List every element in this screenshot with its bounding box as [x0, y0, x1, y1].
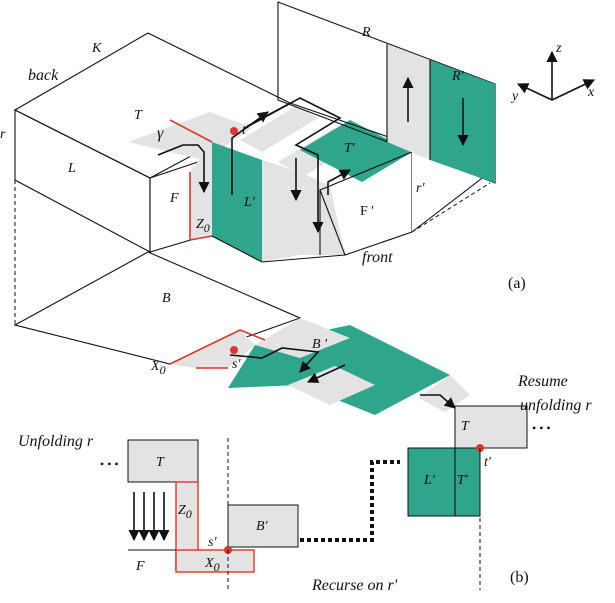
- label-R-prime: R': [451, 69, 465, 84]
- face-T-prime-teal: [300, 120, 412, 182]
- label-b-T: T: [156, 455, 165, 470]
- label-b-T2: T: [461, 419, 470, 434]
- label-b-L-prime: L': [423, 473, 436, 488]
- ellipsis-left: • • •: [100, 457, 119, 471]
- edge-bottom: [211, 235, 346, 263]
- label-F-prime: F ': [360, 204, 374, 219]
- path-arrow-z0: [183, 144, 210, 194]
- axes-icon: [516, 50, 596, 101]
- label-X0: X0: [150, 359, 166, 377]
- label-recurse: Recurse on r': [311, 577, 398, 594]
- red-edge-z0-bottom: [189, 235, 213, 241]
- grey-strip-1: [240, 106, 318, 152]
- label-b-X0: X0: [204, 556, 220, 574]
- label-s-prime: s': [232, 357, 241, 372]
- grey-step-1: [255, 318, 350, 358]
- grey-band-right: [300, 172, 345, 255]
- path-arrow-B-3: [420, 394, 456, 409]
- panel-label-b: (b): [510, 569, 529, 586]
- label-front: front: [362, 249, 393, 266]
- label-axis-x: x: [587, 85, 595, 100]
- path-arrow-B-2: [306, 364, 346, 383]
- red-edge-x0: [169, 329, 266, 365]
- part-a-box: back K R R' T γ t' T' L r F L' F ' r' Z0…: [0, 1, 596, 415]
- label-gamma: γ: [157, 125, 164, 142]
- label-T: T: [134, 108, 143, 123]
- label-r: r: [0, 127, 6, 142]
- path-arrow-start: [157, 144, 184, 156]
- path-arrow-zigzag: [244, 97, 342, 234]
- label-B: B: [162, 291, 171, 306]
- label-r-prime: r': [416, 181, 425, 196]
- label-t-prime: t': [242, 123, 250, 138]
- face-L: [14, 109, 151, 253]
- arrows-down-group: [128, 492, 170, 542]
- label-axis-z: z: [555, 41, 562, 56]
- label-b-T-prime: T': [457, 473, 469, 488]
- dash-right: [411, 182, 491, 233]
- rect-X0: [175, 549, 255, 573]
- recurse-connector: [300, 460, 400, 542]
- label-b-t-prime: t': [484, 455, 492, 470]
- label-K: K: [91, 41, 102, 56]
- grey-corner: [418, 375, 470, 412]
- panel-label-a: (a): [508, 275, 526, 292]
- ellipsis-right: • • •: [532, 421, 551, 435]
- rect-b-T: [454, 405, 528, 449]
- label-R: R: [361, 25, 371, 40]
- rect-B-prime: [227, 504, 299, 548]
- point-t-prime: [230, 127, 238, 135]
- path-arrow-Lprime-up: [231, 111, 269, 195]
- label-resume-1: Resume: [517, 373, 568, 390]
- gamma-red-line: [169, 119, 213, 143]
- label-unfolding: Unfolding r: [18, 433, 94, 450]
- point-s-prime: [230, 346, 238, 354]
- rect-L-prime-T-prime: [407, 447, 481, 517]
- face-L-prime-teal: [212, 142, 262, 262]
- label-L-prime: L': [243, 195, 256, 210]
- label-axis-y: y: [510, 89, 519, 104]
- label-b-s-prime: s': [208, 535, 217, 550]
- face-X0-grey: [170, 330, 255, 368]
- path-arrow-Tprime: [327, 169, 351, 195]
- label-B-prime: B ': [312, 337, 328, 352]
- label-b-B-prime: B': [256, 519, 269, 534]
- label-F: F: [169, 191, 179, 206]
- label-L: L: [67, 161, 76, 176]
- label-b-F: F: [135, 559, 145, 574]
- label-back: back: [28, 67, 59, 84]
- part-b-unfolding: Unfolding r • • • T Z0 X0 B' s' F Recurs…: [18, 373, 592, 594]
- grey-step-2: [288, 366, 375, 405]
- label-resume-2: unfolding r: [520, 397, 592, 414]
- rect-T: [127, 439, 199, 483]
- grey-band-mid: [262, 160, 300, 262]
- label-b-Z0: Z0: [178, 503, 192, 521]
- label-Z0: Z0: [196, 217, 210, 235]
- label-T-prime: T': [344, 141, 356, 156]
- path-arrow-B: [229, 347, 320, 373]
